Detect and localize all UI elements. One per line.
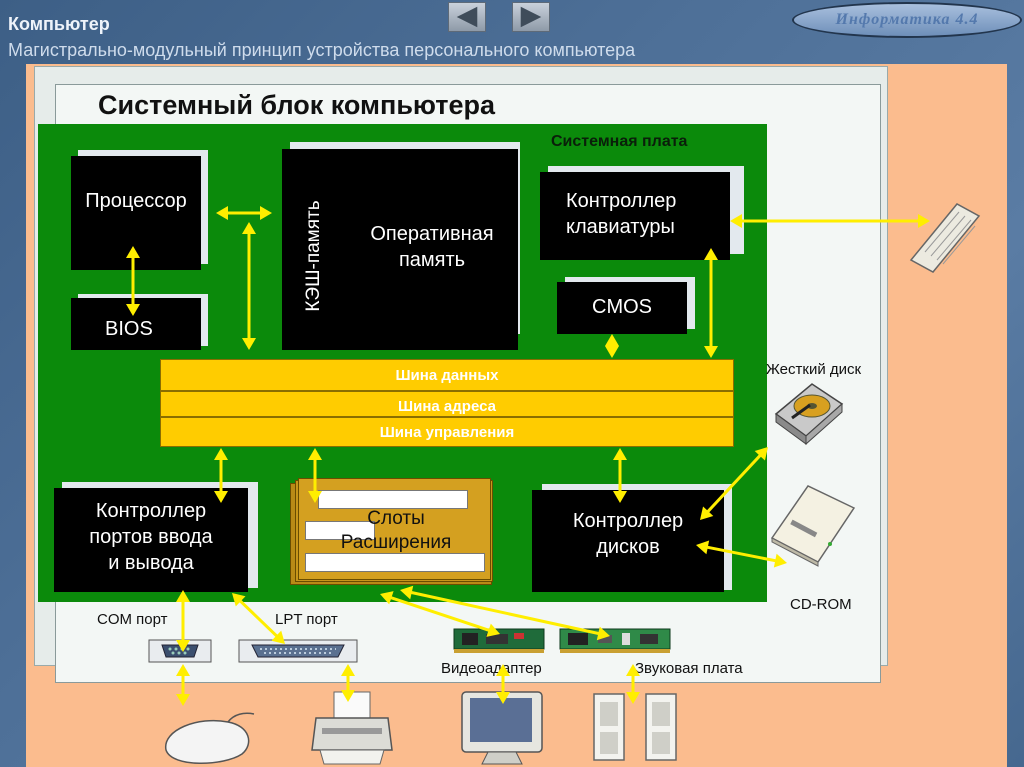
expansion-slot-3: [305, 553, 485, 572]
mouse-icon: [165, 712, 255, 764]
page-title: Компьютер: [8, 14, 110, 34]
video-adapter-label: Видеоадаптер: [441, 660, 542, 677]
arrow-left-icon: [456, 6, 478, 28]
disk-ctrl-label-line1: Контроллер: [572, 510, 684, 532]
io-ctrl-label-line1: Контроллер: [95, 500, 207, 522]
expansion-slots-label: Слоты Расширения: [298, 507, 494, 555]
address-bus-label: Шина адреса: [398, 398, 496, 415]
data-bus-label: Шина данных: [395, 367, 499, 384]
io-controller-box[interactable]: Контроллер портов ввода и вывода: [54, 488, 248, 592]
slots-label-line2: Расширения: [340, 532, 452, 553]
ram-label-line2: память: [398, 249, 466, 271]
processor-label: Процессор: [85, 190, 187, 212]
system-unit-title: Системный блок компьютера: [98, 90, 496, 120]
com-port-label: COM порт: [97, 611, 168, 628]
slots-label-line1: Слоты: [367, 508, 425, 529]
com-port-connector-icon: [148, 639, 212, 663]
address-bus[interactable]: Шина адреса: [160, 391, 734, 417]
hard-disk-label: Жесткий диск: [766, 361, 862, 378]
kbd-ctrl-label-line1: Контроллер: [566, 190, 677, 212]
monitor-icon: [461, 691, 543, 765]
lpt-port-label: LPT порт: [275, 611, 338, 628]
ram-label-line1: Оперативная: [370, 223, 494, 245]
lpt-port-connector-icon: [238, 639, 358, 663]
keyboard-icon: [909, 203, 981, 273]
speakers-icon: [593, 693, 677, 761]
cdrom-icon: [770, 485, 856, 567]
disk-ctrl-label-line2: дисков: [596, 536, 660, 558]
subject-badge[interactable]: Информатика 4.4: [792, 2, 1022, 38]
processor-box[interactable]: Процессор: [71, 156, 201, 270]
printer-icon: [311, 691, 393, 765]
cache-label: КЭШ-память: [303, 200, 324, 312]
next-slide-button[interactable]: [512, 2, 550, 32]
sound-card-icon: [559, 628, 671, 653]
control-bus[interactable]: Шина управления: [160, 417, 734, 447]
io-ctrl-label-line2: портов ввода: [89, 526, 213, 548]
ram-box[interactable]: Оперативная память КЭШ-память: [282, 149, 518, 350]
cmos-label: CMOS: [592, 296, 652, 318]
disk-controller-box[interactable]: Контроллер дисков: [532, 490, 724, 592]
bios-label: BIOS: [105, 318, 153, 340]
keyboard-controller-box[interactable]: Контроллер клавиатуры: [540, 172, 730, 260]
hard-disk-icon: [774, 383, 844, 446]
motherboard-label: Системная плата: [551, 133, 688, 150]
data-bus[interactable]: Шина данных: [160, 359, 734, 391]
prev-slide-button[interactable]: [448, 2, 486, 32]
sound-card-label: Звуковая плата: [635, 660, 743, 677]
arrow-right-icon: [520, 6, 542, 28]
cdrom-label: CD-ROM: [790, 596, 852, 613]
io-ctrl-label-line3: и вывода: [108, 552, 194, 574]
page-subtitle: Магистрально-модульный принцип устройств…: [8, 40, 636, 60]
bios-box[interactable]: BIOS: [71, 298, 201, 350]
expansion-slot-2: [305, 521, 375, 540]
video-adapter-card-icon: [453, 628, 545, 653]
kbd-ctrl-label-line2: клавиатуры: [566, 216, 675, 238]
control-bus-label: Шина управления: [379, 424, 515, 441]
cmos-box[interactable]: CMOS: [557, 282, 687, 334]
